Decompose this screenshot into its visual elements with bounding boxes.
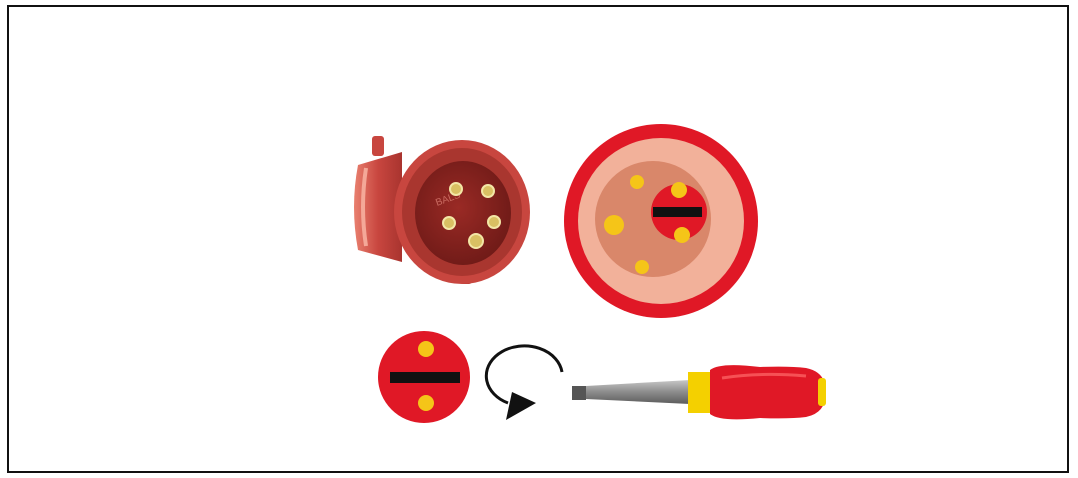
socket-face-diagram (564, 124, 758, 318)
phase-inverter-disc (378, 331, 470, 423)
socket-pin (630, 175, 644, 189)
socket-pin (604, 215, 624, 235)
screwdriver-icon (572, 365, 826, 419)
rotate-arrow-icon (486, 346, 562, 420)
cee-plug-photo: BALS (354, 136, 530, 284)
socket-pin (635, 260, 649, 274)
